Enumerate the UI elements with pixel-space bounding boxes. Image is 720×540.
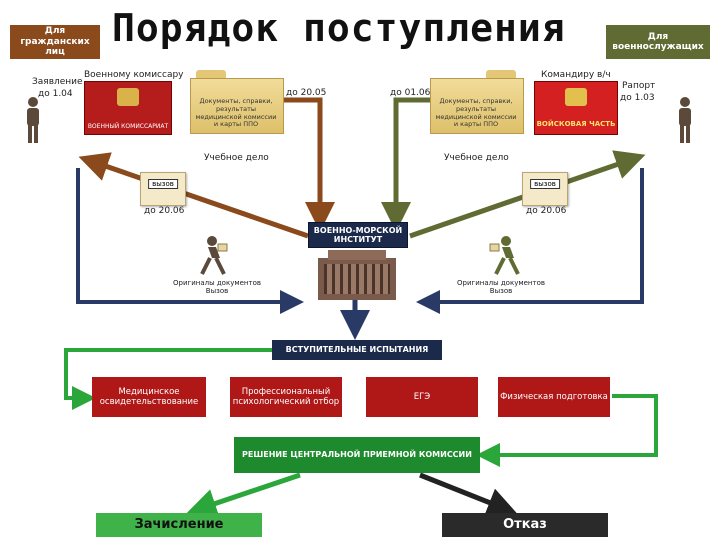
- military-addressee: Командиру в/ч: [541, 70, 611, 80]
- military-envelope-deadline: до 20.06: [526, 206, 567, 216]
- exam-psychological: Профессиональный психологический отбор: [230, 377, 342, 417]
- military-person-icon: [679, 97, 691, 143]
- military-logo-caption: ВОЙСКОВАЯ ЧАСТЬ: [536, 120, 616, 128]
- military-originals-label: Оригиналы документов Вызов: [457, 279, 545, 296]
- civil-originals-label: Оригиналы документов Вызов: [173, 279, 261, 296]
- military-folder-text: Документы, справки, результаты медицинск…: [435, 97, 517, 129]
- refusal-box: Отказ: [442, 513, 608, 537]
- military-runner-icon: [489, 236, 520, 275]
- institute-box: ВОЕННО-МОРСКОЙ ИНСТИТУТ: [308, 222, 408, 248]
- civil-person-icon: [27, 97, 39, 143]
- left-originals-arrow: [76, 168, 304, 314]
- civil-folder-text: Документы, справки, результаты медицинск…: [195, 97, 277, 129]
- military-envelope-label: вызов: [530, 179, 560, 189]
- civil-logo-caption: ВОЕННЫЙ КОМИССАРИАТ: [87, 123, 169, 130]
- civil-documents-folder: Документы, справки, результаты медицинск…: [190, 70, 284, 134]
- enrollment-box: Зачисление: [96, 513, 262, 537]
- to-enrollment-arrow: [186, 472, 301, 518]
- civil-application-label: Заявление: [32, 77, 83, 87]
- eagle-emblem-icon: [117, 88, 139, 106]
- civil-submit-arrow: [282, 97, 335, 232]
- civil-addressee: Военному комиссару: [84, 70, 184, 80]
- civil-envelope-label: вызов: [148, 179, 178, 189]
- military-application-deadline: до 1.03: [620, 93, 655, 103]
- entrance-exams-bar: ВСТУПИТЕЛЬНЫЕ ИСПЫТАНИЯ: [272, 340, 442, 360]
- exams-loop-right: [476, 394, 658, 467]
- military-folder-deadline: до 01.06: [390, 88, 431, 98]
- civil-personal-file: Учебное дело: [204, 153, 269, 163]
- admission-decision-bar: РЕШЕНИЕ ЦЕНТРАЛЬНОЙ ПРИЕМНОЙ КОМИССИИ: [234, 437, 480, 473]
- military-header: Для военнослужащих: [606, 25, 710, 59]
- civil-envelope-deadline: до 20.06: [144, 206, 185, 216]
- civil-runner-icon: [200, 236, 228, 275]
- military-envelope-icon: вызов: [522, 172, 568, 206]
- unit-emblem-icon: [565, 88, 587, 106]
- civil-return-arrow: [78, 152, 309, 239]
- military-submit-arrow: [381, 97, 432, 232]
- military-commissariat-logo: ВОЕННЫЙ КОМИССАРИАТ: [84, 81, 172, 135]
- civil-folder-deadline: до 20.05: [286, 88, 327, 98]
- civil-envelope-icon: вызов: [140, 172, 186, 206]
- page-title: Порядок поступления: [112, 6, 566, 50]
- right-originals-arrow: [416, 168, 644, 314]
- military-personal-file: Учебное дело: [444, 153, 509, 163]
- exams-loop-left: [64, 348, 272, 410]
- military-unit-logo: ВОЙСКОВАЯ ЧАСТЬ: [534, 81, 618, 135]
- civil-application-deadline: до 1.04: [38, 89, 73, 99]
- to-refusal-arrow: [419, 472, 518, 517]
- exam-medical: Медицинское освидетельствование: [92, 377, 206, 417]
- military-application-label: Рапорт: [622, 81, 656, 91]
- military-documents-folder: Документы, справки, результаты медицинск…: [430, 70, 524, 134]
- civil-header: Для гражданских лиц: [10, 25, 100, 59]
- exam-ege: ЕГЭ: [366, 377, 478, 417]
- exam-physical: Физическая подготовка: [498, 377, 610, 417]
- institute-building-icon: [318, 250, 396, 300]
